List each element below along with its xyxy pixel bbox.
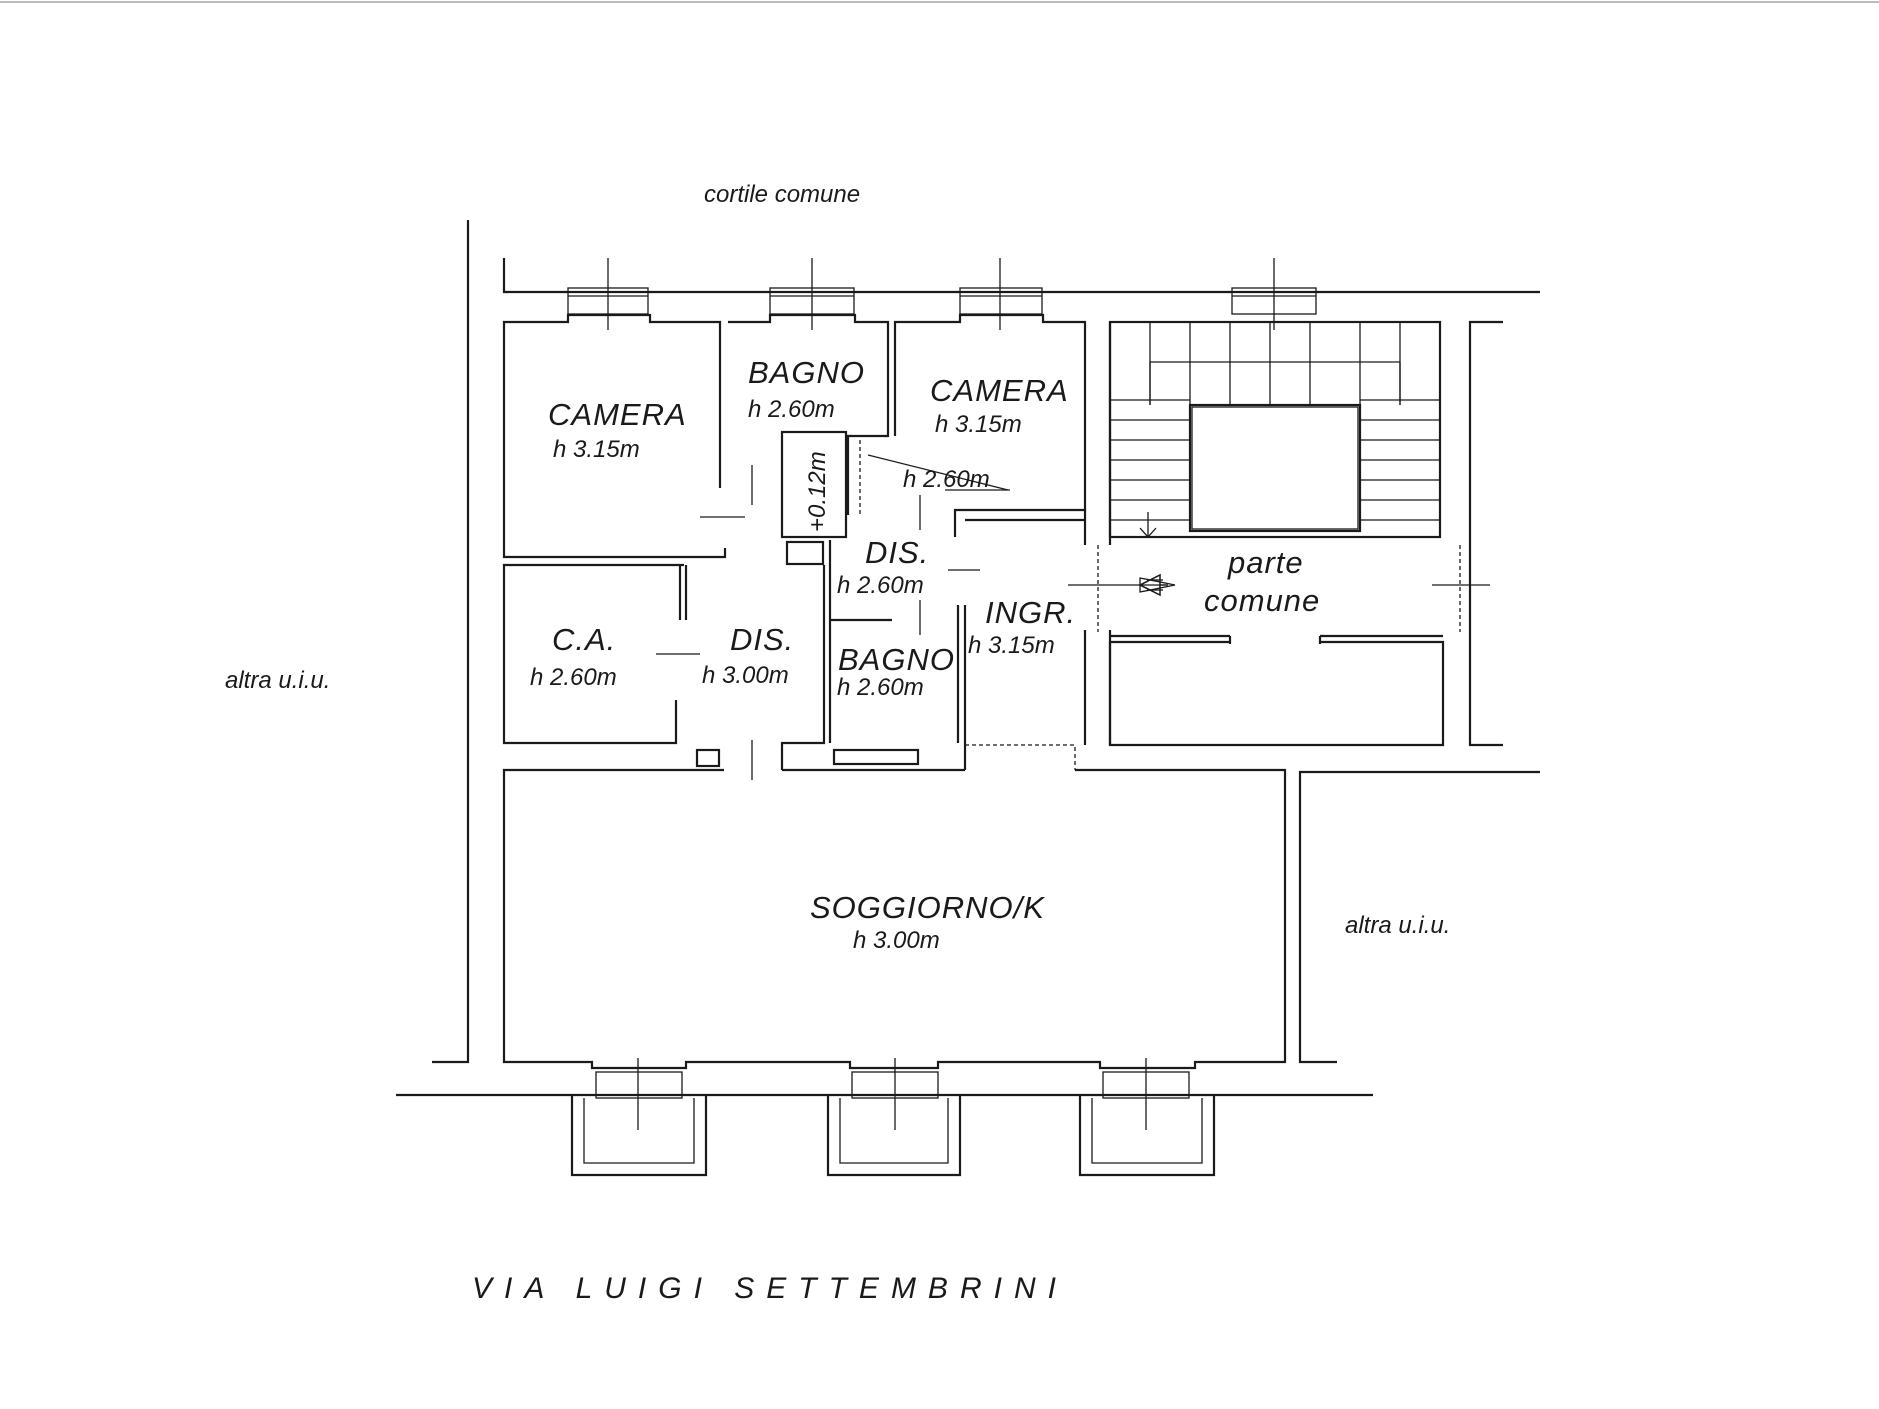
ca-height: h 2.60m [530, 664, 617, 691]
common-area-label-1: parte [1227, 545, 1304, 580]
corridor-height-note: h 2.60m [903, 466, 990, 493]
street-label: VIA LUIGI SETTEMBRINI [472, 1272, 1068, 1305]
soggiorno-name: SOGGIORNO/K [810, 890, 1045, 925]
bagno-2-name: BAGNO [838, 642, 955, 677]
entrance-arrow-icon [1138, 573, 1168, 597]
bagno-1-name: BAGNO [748, 355, 865, 390]
plan-labels: cortile comune altra u.i.u. altra u.i.u.… [225, 181, 1450, 1305]
ca-name: C.A. [552, 622, 616, 657]
staircase [1108, 320, 1442, 539]
soggiorno-height: h 3.00m [853, 927, 940, 954]
step-height-label: +0.12m [804, 451, 831, 532]
dis-2-height: h 2.60m [837, 572, 924, 599]
dis-1-name: DIS. [730, 622, 794, 657]
camera-2-height: h 3.15m [935, 411, 1022, 438]
common-area-label-2: comune [1204, 583, 1320, 618]
bagno-1-height: h 2.60m [748, 396, 835, 423]
camera-2-name: CAMERA [930, 373, 1069, 408]
bagno-2-height: h 2.60m [837, 674, 924, 701]
ingr-height: h 3.15m [968, 632, 1055, 659]
other-unit-left-label: altra u.i.u. [225, 667, 330, 694]
exterior-walls [396, 220, 1540, 1097]
camera-1-height: h 3.15m [553, 436, 640, 463]
camera-1-name: CAMERA [548, 397, 687, 432]
courtyard-windows [567, 258, 1317, 330]
ingr-name: INGR. [985, 595, 1076, 630]
courtyard-label: cortile comune [704, 181, 860, 208]
other-unit-right-label: altra u.i.u. [1345, 912, 1450, 939]
dis-2-name: DIS. [865, 535, 929, 570]
street-balconies [570, 1058, 1216, 1177]
dis-1-height: h 3.00m [702, 662, 789, 689]
